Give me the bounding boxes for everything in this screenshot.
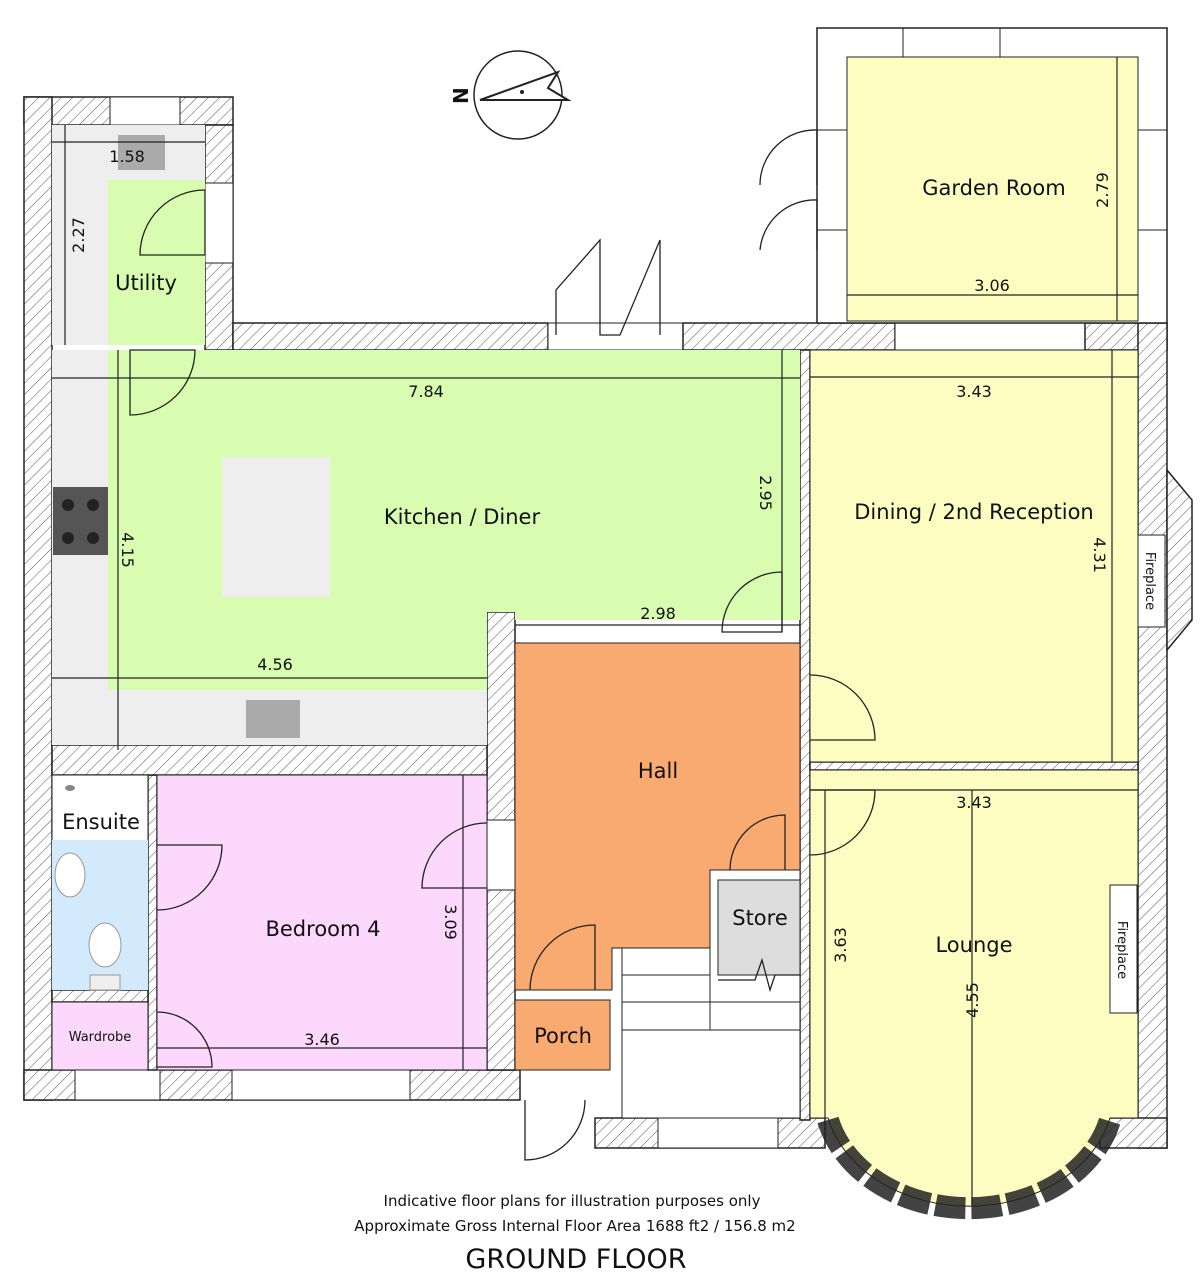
dining-label: Dining / 2nd Reception xyxy=(854,500,1093,524)
room-porch xyxy=(514,999,611,1071)
compass-north-label: N xyxy=(449,87,473,104)
wardrobe-label: Wardrobe xyxy=(69,1030,132,1045)
room-utility: Utility 1.58 2.27 xyxy=(52,125,206,345)
walls xyxy=(23,27,1193,1149)
dining-fireplace: Fireplace xyxy=(1142,552,1157,610)
garden-width: 3.06 xyxy=(974,276,1010,295)
staircase xyxy=(621,947,801,1119)
utility-label: Utility xyxy=(115,271,177,295)
bifold-doors xyxy=(555,129,818,336)
hob-icon xyxy=(53,487,108,555)
area-text: Approximate Gross Internal Floor Area 16… xyxy=(354,1217,795,1235)
lounge-length-b: 3.63 xyxy=(831,927,850,963)
kitchen-label: Kitchen / Diner xyxy=(384,505,541,529)
bedroom4-label: Bedroom 4 xyxy=(265,917,380,941)
basin-icon xyxy=(54,852,86,898)
compass-icon: N xyxy=(449,50,572,140)
bedroom4-width: 3.46 xyxy=(304,1030,340,1049)
room-garden: Garden Room 3.06 2.79 xyxy=(847,57,1138,321)
bedroom4-length: 3.09 xyxy=(441,904,460,940)
kitchen-island xyxy=(222,457,330,597)
room-bedroom4: Bedroom 4 3.46 3.09 xyxy=(156,774,488,1071)
disclaimer-text: Indicative floor plans for illustration … xyxy=(384,1192,761,1210)
sink-icon xyxy=(246,700,300,738)
store-label: Store xyxy=(732,906,788,930)
utility-width: 1.58 xyxy=(109,147,145,166)
garden-length: 2.79 xyxy=(1093,172,1112,208)
kitchen-dim-c: 4.56 xyxy=(257,655,293,674)
porch-label: Porch xyxy=(534,1024,592,1048)
lounge-length: 4.55 xyxy=(963,982,982,1018)
kitchen-dim-a: 2.95 xyxy=(756,475,775,511)
utility-length: 2.27 xyxy=(69,217,88,253)
sink-icon xyxy=(118,135,165,170)
room-dining: Dining / 2nd Reception 3.43 4.31 Firepla… xyxy=(809,349,1166,763)
room-hall: Hall Store Porch xyxy=(514,642,801,1161)
room-lounge: Lounge 3.43 4.55 3.63 Fireplace xyxy=(809,769,1139,1220)
room-wardrobe xyxy=(51,1001,149,1071)
room-ensuite: Ensuite Wardrobe xyxy=(51,774,149,1071)
room-kitchen: Kitchen / Diner 7.84 4.15 2.95 2.98 4.56 xyxy=(52,349,800,750)
kitchen-width: 7.84 xyxy=(408,382,444,401)
dining-length: 4.31 xyxy=(1090,537,1109,573)
kitchen-length: 4.15 xyxy=(118,532,137,568)
dining-width: 3.43 xyxy=(956,382,992,401)
toilet-icon xyxy=(88,922,122,968)
garden-label: Garden Room xyxy=(922,176,1065,200)
kitchen-dim-b: 2.98 xyxy=(640,604,676,623)
floor-title: GROUND FLOOR xyxy=(465,1244,686,1275)
lounge-fireplace: Fireplace xyxy=(1114,921,1129,979)
ensuite-label: Ensuite xyxy=(62,810,140,834)
lounge-label: Lounge xyxy=(935,933,1012,957)
hall-label: Hall xyxy=(638,759,678,783)
lounge-width: 3.43 xyxy=(956,793,992,812)
